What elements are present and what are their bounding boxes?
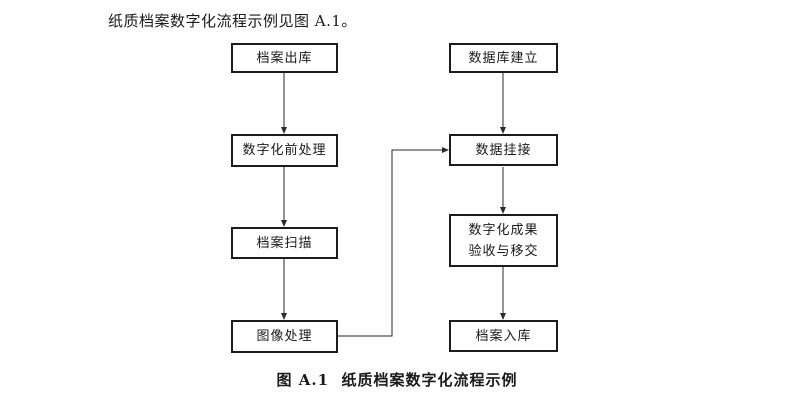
intro-text: 纸质档案数字化流程示例见图 A.1。 — [108, 12, 357, 30]
box-image-processing: 图像处理 — [231, 320, 338, 353]
arrow-image-processing-to-data-linking — [338, 147, 449, 337]
box-archive-checkout: 档案出库 — [231, 43, 338, 73]
box-pre-digitization: 数字化前处理 — [231, 134, 338, 167]
box-archive-scanning: 档案扫描 — [231, 227, 338, 259]
box-database-creation: 数据库建立 — [449, 43, 558, 73]
box-archive-storage: 档案入库 — [449, 320, 558, 352]
figure-caption: 图 A.1 纸质档案数字化流程示例 — [276, 371, 518, 389]
box-data-linking: 数据挂接 — [449, 134, 558, 166]
box-acceptance-transfer: 数字化成果 验收与移交 — [449, 214, 558, 267]
